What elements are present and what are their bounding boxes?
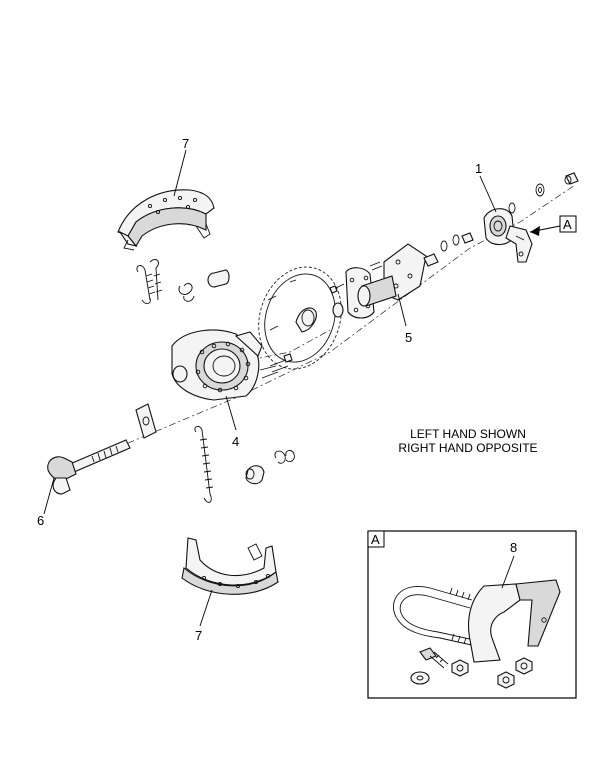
leader-8 [501, 555, 515, 589]
return-springs-lower [194, 425, 214, 503]
leader-5 [397, 293, 407, 327]
callout-6: 6 [37, 513, 44, 528]
leader-7-top [173, 149, 187, 197]
explosion-centerline [99, 184, 576, 456]
callout-8: 8 [510, 540, 517, 555]
detail-nut-2 [515, 657, 533, 675]
callout-1: 1 [475, 161, 482, 176]
brake-shoe-top [117, 189, 215, 251]
detail-nut-1 [451, 659, 469, 677]
roller [207, 269, 230, 288]
note-line-1: LEFT HAND SHOWN [410, 427, 526, 441]
leader-4 [225, 395, 237, 431]
leader-7-bottom [199, 589, 213, 627]
leader-1 [479, 175, 497, 213]
washers-right [508, 172, 579, 214]
callout-7-top: 7 [182, 136, 189, 151]
detail-nut-3 [497, 671, 515, 689]
callout-7-bottom: 7 [195, 628, 202, 643]
detail-a-box: A 8 [367, 530, 577, 699]
callout-4: 4 [232, 434, 239, 449]
lower-clips-roller [245, 449, 295, 485]
s-camshaft [47, 439, 131, 495]
view-a-arrow [529, 215, 577, 236]
note-line-2: RIGHT HAND OPPOSITE [398, 441, 537, 455]
u-bolt [393, 586, 477, 647]
return-springs-top [136, 259, 163, 305]
leader-6 [43, 477, 55, 515]
view-tag-detail: A [371, 532, 380, 547]
brake-spider-housing [171, 329, 279, 401]
detail-washer [410, 671, 430, 685]
spring-clips [178, 283, 195, 302]
hub-centerline [249, 329, 331, 361]
air-chamber-bracket [332, 232, 474, 319]
detail-bolt [419, 647, 437, 661]
mounting-bolts [269, 283, 345, 373]
dust-shield [258, 266, 342, 370]
brake-shoe-bottom [181, 537, 279, 595]
callout-5: 5 [405, 330, 412, 345]
camshaft-washer [135, 403, 157, 439]
view-tag-main: A [563, 217, 572, 232]
slack-adjuster [483, 208, 533, 263]
bracket-part-8 [467, 583, 521, 663]
